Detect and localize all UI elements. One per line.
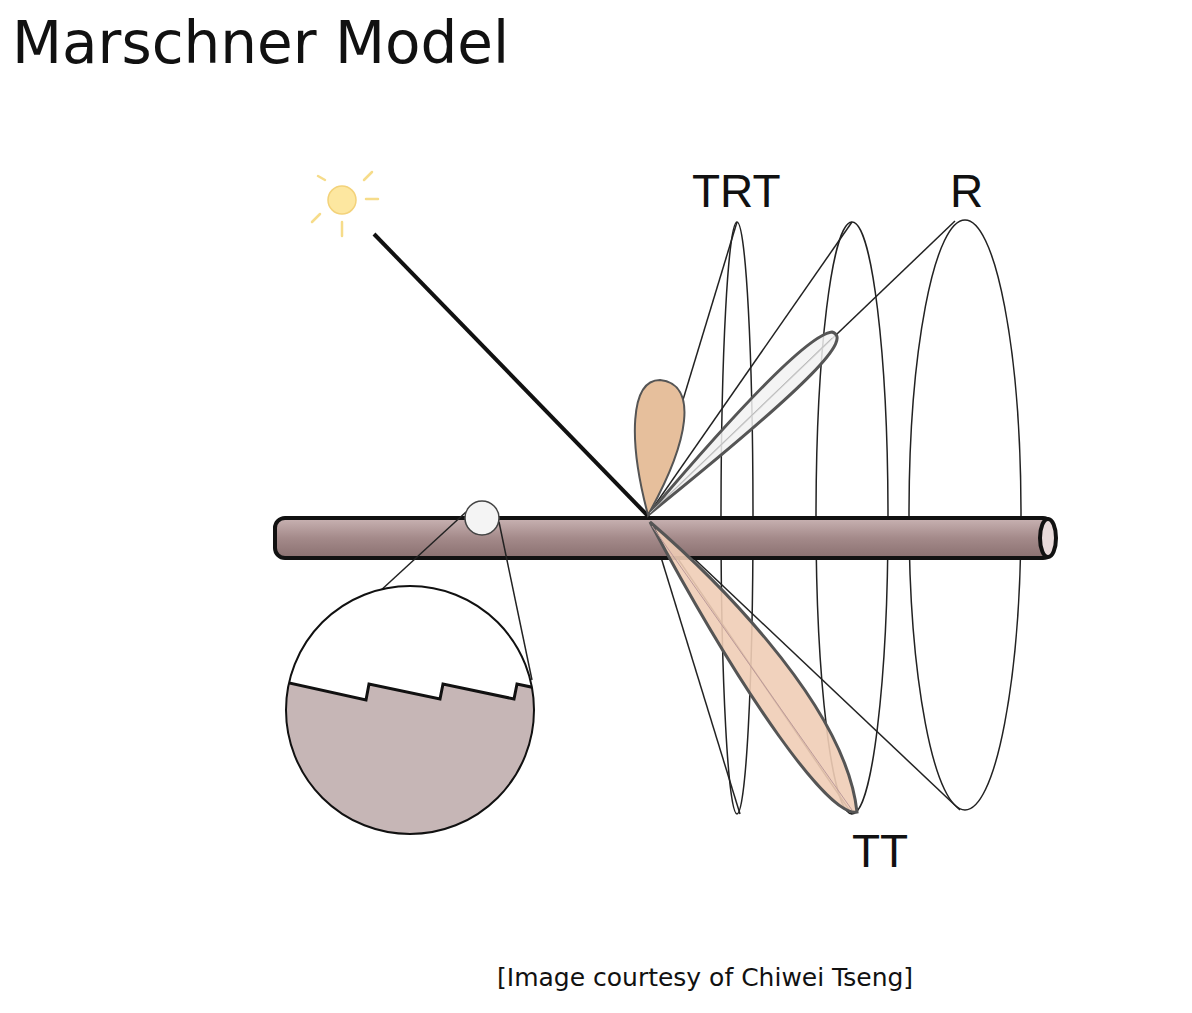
tt-lobe [650, 522, 857, 812]
lobe-label: TRT [692, 168, 781, 214]
tt-axis [652, 526, 852, 810]
slide-title: Marschner Model [12, 14, 509, 72]
incident-ray [374, 234, 648, 516]
r-lobe [648, 332, 837, 515]
cuticle-inset [280, 501, 545, 850]
light-source [312, 172, 378, 236]
lobe-label: TT [852, 828, 908, 874]
image-credit: [Image courtesy of Chiwei Tseng] [497, 965, 913, 990]
lobe-label: R [950, 168, 983, 214]
r-axis [650, 338, 832, 513]
trt-lobe [635, 380, 685, 515]
